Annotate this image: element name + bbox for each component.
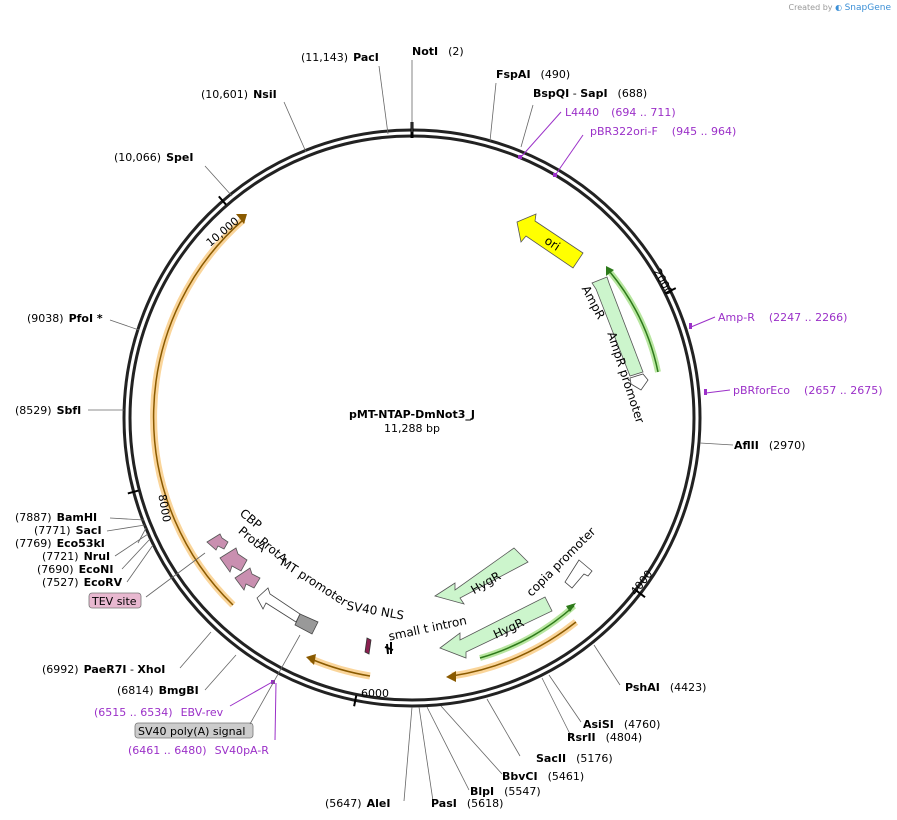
enzyme-paer7i-xhoi[interactable]: (6992)PaeR7I - XhoI — [42, 663, 165, 676]
enzyme-sacii[interactable]: SacII(5176) — [536, 752, 613, 765]
enzyme-saci[interactable]: (7771)SacI — [34, 524, 102, 537]
primer-l4440[interactable]: L4440(694 .. 711) — [565, 106, 676, 119]
orf-bottom-right-arc-line — [451, 621, 577, 677]
primer-pbrforeco[interactable]: pBRforEco(2657 .. 2675) — [733, 384, 883, 397]
primer-labels: L4440(694 .. 711) pBR322ori-F(945 .. 964… — [94, 106, 883, 757]
copia-promoter-feature — [564, 559, 593, 589]
ampr-feature — [591, 276, 644, 377]
tick-label-4000: 4000 — [628, 568, 655, 598]
prota2-feature — [219, 547, 248, 573]
plasmid-length: 11,288 bp — [384, 422, 440, 435]
ori-feature — [516, 213, 584, 269]
enzyme-bbvci[interactable]: BbvCI(5461) — [502, 770, 584, 783]
orf-left-arc-line — [152, 219, 244, 606]
enzyme-bmgbi[interactable]: (6814)BmgBI — [117, 684, 199, 697]
mt-promoter-label: MT promoter — [278, 555, 350, 609]
tick-mark-10000 — [218, 195, 227, 206]
tick-label-8000: 8000 — [155, 493, 173, 523]
enzyme-noti[interactable]: NotI(2) — [412, 45, 464, 58]
enzyme-pfoi[interactable]: (9038)PfoI * — [27, 312, 103, 325]
enzyme-rsrii[interactable]: RsrII(4804) — [567, 731, 642, 744]
tick-label-2000: 2000 — [651, 266, 676, 297]
enzyme-pasi[interactable]: PasI(5618) — [431, 797, 503, 810]
enzyme-asisi[interactable]: AsiSI(4760) — [583, 718, 660, 731]
sv40-nls-feature — [364, 637, 372, 655]
credit-brand: SnapGene — [844, 3, 891, 13]
tick-mark-4000 — [635, 589, 646, 599]
enzyme-nsii[interactable]: (10,601)NsiI — [201, 88, 277, 101]
enzyme-pshai[interactable]: PshAI(4423) — [625, 681, 706, 694]
primer-amp-r[interactable]: Amp-R(2247 .. 2266) — [718, 311, 847, 324]
enzyme-nrui[interactable]: (7721)NruI — [42, 550, 110, 563]
primer-marks — [271, 155, 707, 684]
prota1-feature — [234, 567, 261, 591]
small-t-intron-feature — [384, 642, 394, 655]
enzyme-spei[interactable]: (10,066)SpeI — [114, 151, 193, 164]
enzyme-sbfi[interactable]: (8529)SbfI — [15, 404, 81, 417]
tick-mark-6000 — [353, 695, 358, 707]
plasmid-name: pMT-NTAP-DmNot3_J — [349, 408, 475, 421]
primer-pbr322ori-f[interactable]: pBR322ori-F(945 .. 964) — [590, 125, 736, 138]
orf-bottom-right-arrowhead — [446, 671, 456, 682]
sv40-polya-leader — [249, 634, 301, 725]
ampr-orf-arc-line — [609, 271, 659, 373]
mt-promoter-feature — [256, 587, 301, 623]
orf-bottom-left-arrowhead — [306, 654, 316, 665]
copia-promoter-label: copia promoter — [524, 524, 599, 599]
hygr-orf-arc-line — [479, 605, 575, 659]
enzyme-alei[interactable]: (5647)AleI — [325, 797, 390, 810]
enzyme-labels: NotI(2) (11,143)PacI (10,601)NsiI (10,06… — [15, 45, 805, 810]
tick-mark-8000 — [127, 489, 139, 495]
primer-leaders — [229, 111, 731, 741]
hygr-inner-feature — [434, 547, 529, 605]
enzyme-paci[interactable]: (11,143)PacI — [301, 51, 379, 64]
sv40-polya-badge — [134, 722, 254, 739]
enzyme-eco53ki[interactable]: (7769)Eco53kI — [15, 537, 105, 550]
leader-lines — [88, 60, 734, 802]
tick-mark-2000 — [665, 287, 677, 294]
tick-label-6000: 6000 — [361, 687, 389, 700]
enzyme-bspqi-sapi[interactable]: BspQI - SapI(688) — [533, 87, 647, 100]
orf-arcs — [150, 214, 579, 682]
hygr-outer-feature — [439, 596, 553, 659]
orf-bottom-left-arc — [309, 655, 371, 680]
enzyme-bamhi[interactable]: (7887)BamHI — [15, 511, 97, 524]
credit-prefix: Created by — [788, 3, 833, 12]
primer-ebv-rev[interactable]: (6515 .. 6534)EBV-rev — [94, 706, 224, 719]
enzyme-econi[interactable]: (7690)EcoNI — [37, 563, 113, 576]
cbp-feature — [206, 533, 229, 551]
tev-site-badge — [88, 592, 142, 609]
hygr-orf-arrowhead — [566, 603, 576, 612]
tev-site-label: TEV site — [91, 595, 137, 608]
enzyme-ecorv[interactable]: (7527)EcoRV — [42, 576, 123, 589]
orf-left-arrowhead — [236, 214, 247, 224]
snapgene-logo-icon: ◐ — [835, 3, 843, 12]
primer-sv40pa-r[interactable]: (6461 .. 6480)SV40pA-R — [128, 744, 269, 757]
enzyme-blpi[interactable]: BlpI(5547) — [470, 785, 541, 798]
mt-promoter-box — [294, 613, 319, 635]
ampr-promoter-feature — [629, 373, 649, 391]
snapgene-credit: Created by ◐ SnapGene — [789, 3, 892, 13]
ampr-orf-arrowhead — [606, 266, 614, 276]
tev-leader — [145, 552, 206, 598]
sv40-polya-label: SV40 poly(A) signal — [138, 725, 245, 738]
enzyme-fspai[interactable]: FspAI(490) — [496, 68, 570, 81]
enzyme-aflii[interactable]: AflII(2970) — [734, 439, 805, 452]
sv40-nls-label: SV40 NLS — [345, 599, 405, 623]
